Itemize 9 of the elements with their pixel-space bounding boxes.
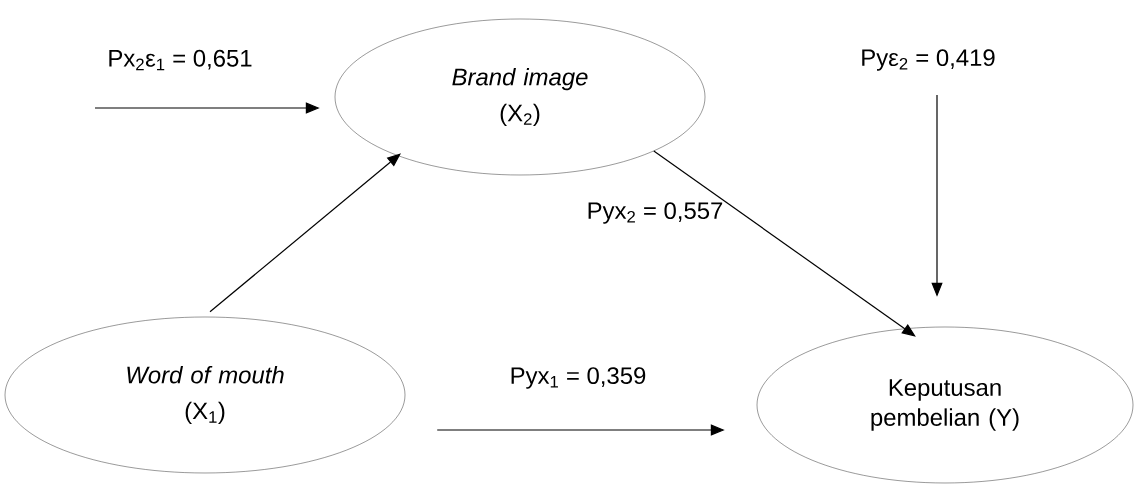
path-coefficient: Pyε$_{2}$ = 0,419 (862, 49, 995, 71)
ellipse-node: Brand image (X$_{2}$) (334, 18, 706, 176)
path-coefficient: Pyx$_{2}$ = 0,557 (588, 202, 723, 224)
arrow (653, 150, 916, 337)
path-coefficient: Px$_{2}$ε$_{1}$ = 0,651 (109, 49, 252, 71)
ellipse-node: Word of mouth (X$_{1}$) (4, 316, 406, 474)
path-coefficient: Pyx$_{1}$ = 0,359 (511, 367, 646, 389)
arrow (209, 153, 401, 313)
ellipse-node: Keputusan pembelian (Y) (756, 326, 1134, 484)
